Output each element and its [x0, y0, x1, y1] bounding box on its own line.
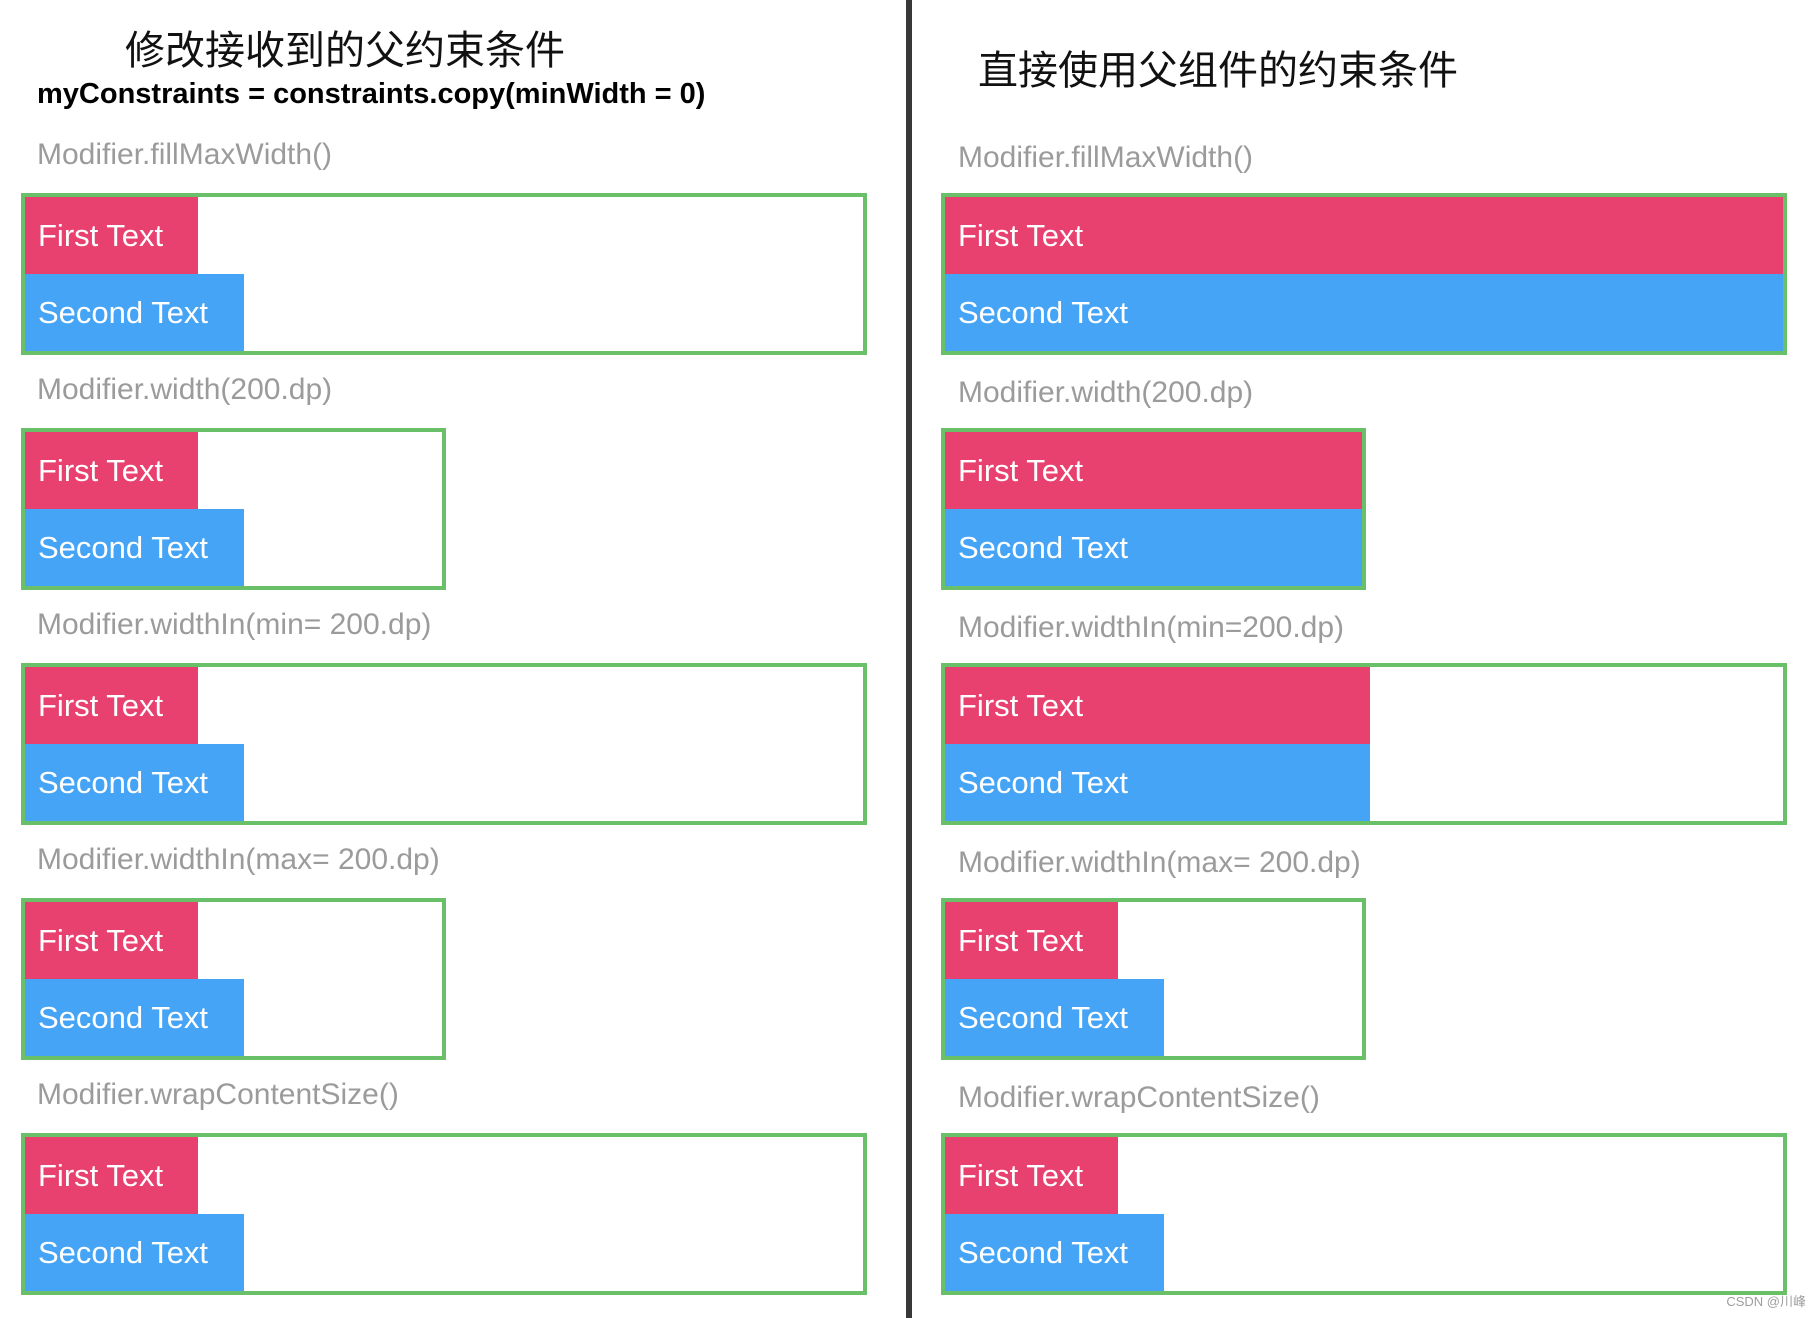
- second-text-bar: Second Text: [945, 1214, 1164, 1291]
- right-section-label-fillmaxwidth: Modifier.fillMaxWidth(): [958, 141, 1254, 174]
- second-text-label: Second Text: [958, 1234, 1129, 1270]
- right-box-fillmaxwidth: First Text Second Text: [941, 193, 1787, 355]
- first-text-label: First Text: [38, 1157, 164, 1193]
- second-text-bar: Second Text: [945, 744, 1370, 821]
- second-text-label: Second Text: [38, 1234, 209, 1270]
- first-text-bar: First Text: [25, 667, 198, 744]
- first-text-bar: First Text: [25, 1137, 198, 1214]
- second-text-label: Second Text: [38, 764, 209, 800]
- left-box-fillmaxwidth: First Text Second Text: [21, 193, 867, 355]
- left-column-title: 修改接收到的父约束条件: [125, 28, 565, 73]
- second-text-label: Second Text: [958, 999, 1129, 1035]
- second-text-label: Second Text: [38, 294, 209, 330]
- first-text-label: First Text: [38, 687, 164, 723]
- first-text-label: First Text: [958, 217, 1084, 253]
- second-text-bar: Second Text: [25, 274, 244, 351]
- first-text-bar: First Text: [945, 197, 1783, 274]
- second-text-bar: Second Text: [25, 509, 244, 586]
- right-box-width200: First Text Second Text: [941, 428, 1366, 590]
- second-text-bar: Second Text: [945, 509, 1362, 586]
- right-column-title: 直接使用父组件的约束条件: [978, 48, 1458, 93]
- second-text-bar: Second Text: [945, 979, 1164, 1056]
- left-section-label-widthin-min: Modifier.widthIn(min= 200.dp): [37, 608, 432, 641]
- first-text-bar: First Text: [25, 432, 198, 509]
- right-section-label-widthin-min: Modifier.widthIn(min=200.dp): [958, 611, 1345, 644]
- left-box-wrapcontentsize: First Text Second Text: [21, 1133, 867, 1295]
- first-text-label: First Text: [958, 687, 1084, 723]
- second-text-bar: Second Text: [25, 744, 244, 821]
- second-text-label: Second Text: [38, 529, 209, 565]
- first-text-bar: First Text: [945, 432, 1362, 509]
- first-text-label: First Text: [38, 922, 164, 958]
- left-column-subtitle-code: myConstraints = constraints.copy(minWidt…: [37, 78, 706, 110]
- right-section-label-widthin-max: Modifier.widthIn(max= 200.dp): [958, 846, 1361, 879]
- right-box-widthin-min: First Text Second Text: [941, 663, 1787, 825]
- second-text-label: Second Text: [958, 529, 1129, 565]
- right-box-widthin-max: First Text Second Text: [941, 898, 1366, 1060]
- first-text-bar: First Text: [945, 902, 1118, 979]
- second-text-bar: Second Text: [945, 274, 1783, 351]
- right-section-label-wrapcontentsize: Modifier.wrapContentSize(): [958, 1081, 1320, 1114]
- second-text-bar: Second Text: [25, 979, 244, 1056]
- first-text-label: First Text: [958, 922, 1084, 958]
- right-section-label-width200: Modifier.width(200.dp): [958, 376, 1254, 409]
- csdn-watermark: CSDN @川峰: [1726, 1294, 1806, 1309]
- first-text-bar: First Text: [25, 197, 198, 274]
- first-text-label: First Text: [38, 452, 164, 488]
- left-box-widthin-max: First Text Second Text: [21, 898, 446, 1060]
- left-section-label-width200: Modifier.width(200.dp): [37, 373, 333, 406]
- column-divider: [906, 0, 912, 1318]
- first-text-label: First Text: [958, 452, 1084, 488]
- second-text-label: Second Text: [958, 764, 1129, 800]
- first-text-bar: First Text: [25, 902, 198, 979]
- left-section-label-fillmaxwidth: Modifier.fillMaxWidth(): [37, 138, 333, 171]
- second-text-bar: Second Text: [25, 1214, 244, 1291]
- second-text-label: Second Text: [958, 294, 1129, 330]
- right-box-wrapcontentsize: First Text Second Text: [941, 1133, 1787, 1295]
- left-section-label-wrapcontentsize: Modifier.wrapContentSize(): [37, 1078, 399, 1111]
- left-section-label-widthin-max: Modifier.widthIn(max= 200.dp): [37, 843, 440, 876]
- left-box-widthin-min: First Text Second Text: [21, 663, 867, 825]
- left-box-width200: First Text Second Text: [21, 428, 446, 590]
- first-text-bar: First Text: [945, 1137, 1118, 1214]
- first-text-label: First Text: [958, 1157, 1084, 1193]
- second-text-label: Second Text: [38, 999, 209, 1035]
- first-text-bar: First Text: [945, 667, 1370, 744]
- first-text-label: First Text: [38, 217, 164, 253]
